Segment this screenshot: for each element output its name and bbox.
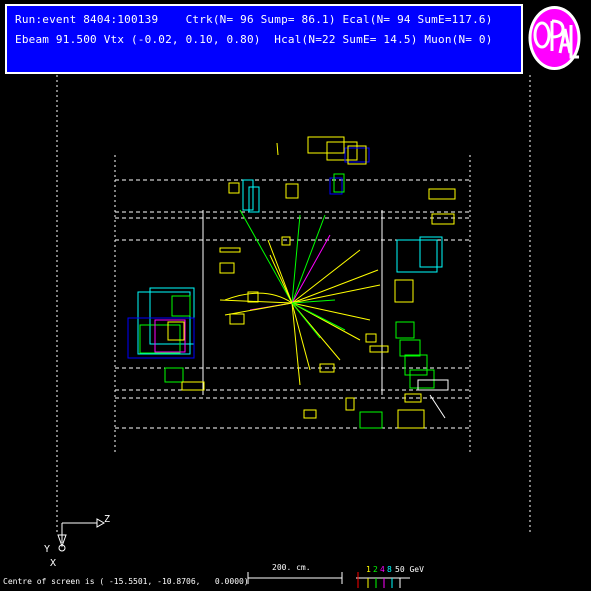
event-info-line-1: Run:event 8404:100139 Ctrk(N= 96 Sump= 8…	[15, 13, 493, 26]
energy-legend-8: 8	[387, 565, 392, 574]
scale-bar	[247, 572, 343, 584]
axes-indicator	[57, 518, 106, 552]
energy-legend-4: 4	[380, 565, 385, 574]
energy-legend-bars	[356, 572, 410, 588]
axis-label-z: Z	[104, 514, 110, 525]
event-info-line-2: Ebeam 91.500 Vtx (-0.02, 0.10, 0.80) Hca…	[15, 33, 493, 46]
energy-legend-50gev: 50 GeV	[395, 565, 424, 574]
detector-outline	[56, 75, 531, 535]
screen-centre-readout: Centre of screen is ( -15.5501, -10.8706…	[3, 577, 249, 586]
axis-label-x: X	[50, 558, 56, 569]
opal-logo	[528, 6, 581, 70]
event-info-header: Run:event 8404:100139 Ctrk(N= 96 Sump= 8…	[5, 4, 523, 74]
tracks	[219, 209, 381, 386]
energy-legend-1: 1	[366, 565, 371, 574]
axis-label-y: Y	[44, 544, 50, 555]
calorimeter-clusters	[127, 136, 456, 429]
scale-bar-label: 200. cm.	[272, 563, 311, 572]
energy-legend-2: 2	[373, 565, 378, 574]
